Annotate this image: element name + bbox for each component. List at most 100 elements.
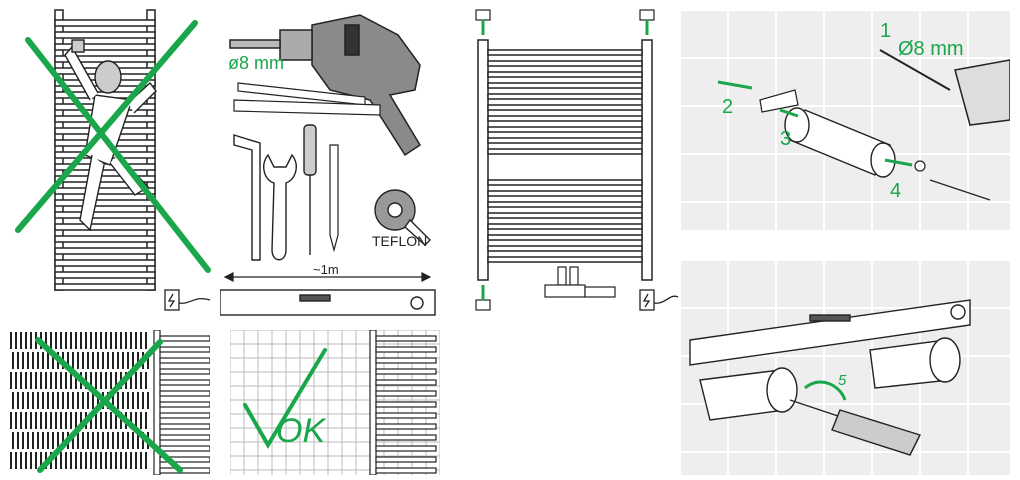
brick-stroke: [30, 372, 32, 389]
brick-stroke: [92, 432, 94, 449]
step-3-label: 3: [780, 128, 792, 150]
panel-unsuitable-wall: [10, 330, 210, 475]
step-1-drill-label: Ø8 mm: [898, 38, 964, 60]
brick-stroke: [87, 432, 89, 449]
brick-stroke: [30, 412, 32, 429]
brick-stroke: [20, 452, 22, 469]
brick-stroke: [102, 352, 104, 369]
screwdriver-icon: [789, 399, 921, 456]
brick-stroke: [17, 432, 19, 449]
brick-stroke: [55, 372, 57, 389]
brick-stroke: [10, 372, 12, 389]
brick-stroke: [105, 452, 107, 469]
brick-stroke: [47, 352, 49, 369]
brick-stroke: [15, 452, 17, 469]
brick-stroke: [125, 452, 127, 469]
brick-stroke: [127, 352, 129, 369]
brick-stroke: [27, 392, 29, 409]
brick-stroke: [130, 412, 132, 429]
radiator-rail: [487, 49, 643, 56]
brick-stroke: [22, 432, 24, 449]
radiator-rail: [375, 456, 437, 463]
radiator-rail: [375, 346, 437, 353]
screw-icon: [914, 160, 991, 201]
brick-stroke: [100, 332, 102, 349]
pencil-icon: [329, 144, 339, 253]
brick-stroke: [80, 332, 82, 349]
brick-stroke: [57, 392, 59, 409]
brick-stroke: [35, 452, 37, 469]
brick-stroke: [60, 412, 62, 429]
brick-stroke: [135, 412, 137, 429]
step-1-label: 1: [880, 20, 892, 42]
radiator-rail: [487, 201, 643, 208]
brick-stroke: [122, 432, 124, 449]
radiator-rail: [54, 247, 156, 255]
radiator-rail: [487, 137, 643, 144]
teflon-tape-icon: [374, 189, 431, 246]
brick-stroke: [140, 372, 142, 389]
radiator-rail: [487, 190, 643, 197]
brick-stroke: [40, 412, 42, 429]
brick-stroke: [122, 392, 124, 409]
panel-level-mounting: 5: [680, 260, 1010, 475]
brick-stroke: [95, 332, 97, 349]
radiator-rail: [375, 445, 437, 452]
brick-stroke: [65, 452, 67, 469]
brick-stroke: [102, 432, 104, 449]
radiator-rail: [375, 335, 437, 342]
brick-stroke: [85, 332, 87, 349]
panel-radiator-assembly: [460, 5, 680, 320]
brick-stroke: [117, 432, 119, 449]
radiator-rail: [487, 234, 643, 241]
radiator-rail: [375, 401, 437, 408]
brick-stroke: [92, 392, 94, 409]
radiator-rail: [159, 467, 210, 474]
level-length-label: ~1m: [313, 262, 339, 277]
radiator-rail: [487, 126, 643, 133]
brick-stroke: [15, 412, 17, 429]
drill-icon: [229, 14, 422, 157]
radiator-rail: [487, 212, 643, 219]
brick-stroke: [92, 352, 94, 369]
radiator-rail: [375, 368, 437, 375]
brick-stroke: [42, 352, 44, 369]
radiator-rail: [159, 379, 210, 386]
brick-stroke: [72, 352, 74, 369]
brick-stroke: [145, 412, 147, 429]
brick-stroke: [70, 452, 72, 469]
radiator-rail: [159, 390, 210, 397]
brick-stroke: [95, 412, 97, 429]
brick-stroke: [90, 452, 92, 469]
brick-stroke: [70, 372, 72, 389]
brick-stroke: [37, 352, 39, 369]
radiator-rail: [54, 235, 156, 243]
brick-stroke: [130, 332, 132, 349]
panel-wall-mounting: 1 Ø8 mm 2 3 4: [680, 10, 1010, 230]
radiator-rail: [487, 93, 643, 100]
radiator-rail: [54, 43, 156, 51]
brick-stroke: [77, 432, 79, 449]
brick-stroke: [85, 452, 87, 469]
brick-stroke: [137, 432, 139, 449]
brick-stroke: [110, 452, 112, 469]
brick-stroke: [47, 432, 49, 449]
brick-stroke: [77, 352, 79, 369]
length-arrow: [223, 272, 432, 282]
brick-stroke: [27, 352, 29, 369]
brick-stroke: [65, 412, 67, 429]
brick-stroke: [42, 432, 44, 449]
brick-stroke: [110, 332, 112, 349]
brick-stroke: [37, 432, 39, 449]
brick-stroke: [75, 372, 77, 389]
radiator-edge: [369, 330, 437, 475]
folding-ruler-icon: [233, 82, 381, 116]
brick-stroke: [82, 392, 84, 409]
brick-stroke: [50, 332, 52, 349]
brick-stroke: [132, 432, 134, 449]
teflon-label: TEFLON: [372, 233, 428, 249]
brick-stroke: [80, 412, 82, 429]
brick-stroke: [82, 432, 84, 449]
brick-stroke: [32, 392, 34, 409]
brick-stroke: [120, 332, 122, 349]
